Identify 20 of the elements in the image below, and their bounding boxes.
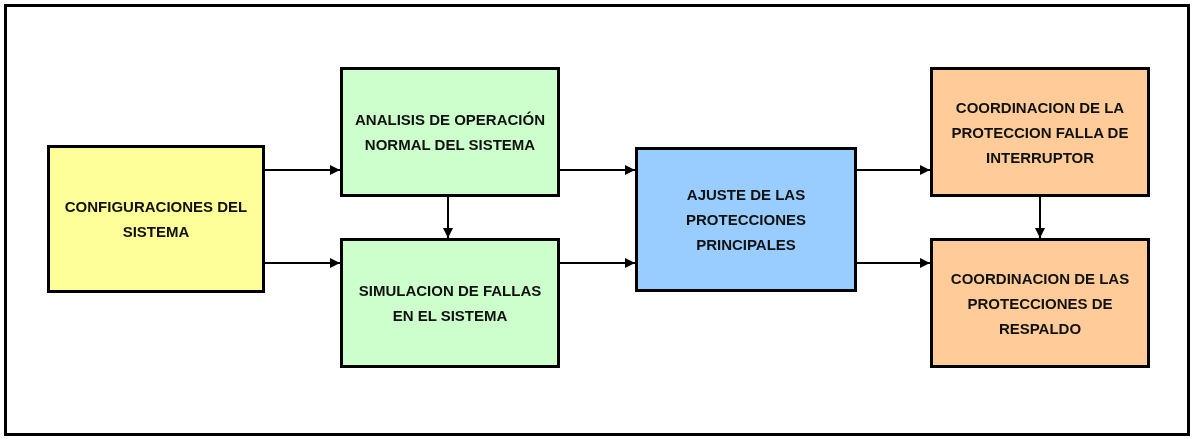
box-label: AJUSTE DE LAS PROTECCIONES PRINCIPALES xyxy=(685,185,807,255)
process-box xyxy=(930,67,1150,197)
arrow xyxy=(856,165,931,175)
box-label: ANALISIS DE OPERACIÓN NORMAL DEL SISTEMA xyxy=(354,110,546,155)
arrow xyxy=(856,258,931,268)
box-label: CONFIGURACIONES DEL SISTEMA xyxy=(63,197,249,242)
arrow xyxy=(264,165,341,175)
arrow xyxy=(443,196,453,239)
process-box xyxy=(340,238,560,368)
process-box xyxy=(930,238,1150,368)
arrow xyxy=(559,165,636,175)
arrow xyxy=(264,258,341,268)
arrow xyxy=(559,258,636,268)
box-label: SIMULACION DE FALLAS EN EL SISTEMA xyxy=(357,281,543,326)
process-box xyxy=(635,147,857,292)
box-label: COORDINACION DE LAS PROTECCIONES DE RESPALDO xyxy=(949,268,1131,339)
process-box xyxy=(340,67,560,197)
box-label: COORDINACION DE LA PROTECCION FALLA DE INTERRUPTOR xyxy=(950,97,1130,168)
arrow xyxy=(1035,196,1045,239)
process-box xyxy=(47,145,265,293)
